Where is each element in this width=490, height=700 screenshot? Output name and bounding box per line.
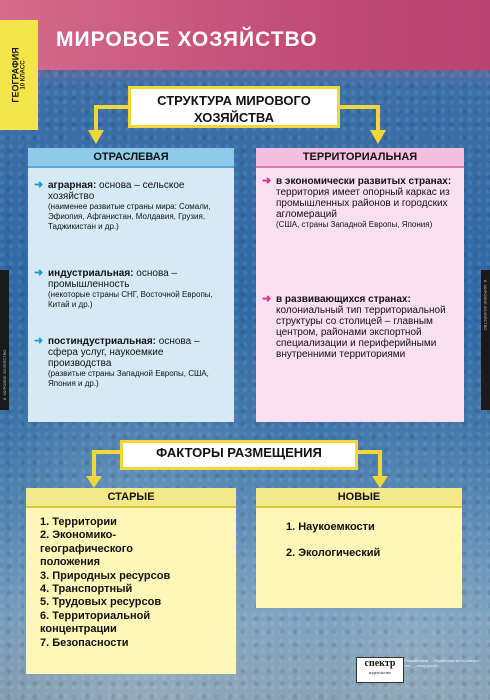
new-factors-heading: НОВЫЕ (256, 488, 462, 508)
item-note: (развитые страны Западной Европы, США, Я… (48, 369, 209, 388)
item-main: в экономически развитых странах: (276, 176, 452, 187)
list-item: 2. Экономико- (40, 529, 116, 542)
sectoral-item-text: постиндустриальная: основа – сфера услуг… (48, 336, 228, 389)
logo-subtext: издательство (368, 670, 392, 675)
territorial-item-developed: ➜ в экономически развитых странах: терри… (262, 176, 458, 230)
sectoral-item-text: индустриальная: основа – промышленность … (48, 268, 228, 310)
left-edge-label: 8. МИРОВОЕ ХОЗЯЙСТВО (2, 349, 7, 400)
item-main: аграрная: (48, 180, 97, 191)
list-item: 6. Территориальной (40, 609, 151, 622)
list-item: 5. Трудовых ресурсов (40, 596, 162, 609)
list-item: 3. Природных ресурсов (40, 569, 171, 582)
old-factors-list: 1. Территории 2. Экономико- географическ… (40, 516, 170, 650)
new-factors-panel: НОВЫЕ 1. Наукоемкости 2. Экологический (256, 488, 462, 608)
arrow-right-icon: ➜ (34, 335, 44, 347)
old-factors-heading: СТАРЫЕ (26, 488, 236, 508)
item-main: в развивающихся странах: (276, 294, 411, 305)
item-main: постиндустриальная: (48, 336, 156, 347)
publisher-logo: спектр издательство (356, 657, 404, 683)
arrow-right-icon: ➜ (262, 175, 272, 187)
item-desc: основа – сфера услуг, наукоемкие произво… (48, 336, 200, 369)
item-desc: колониальный тип территориальной структу… (276, 305, 446, 360)
item-desc: территория имеет опорный каркас из промы… (276, 187, 450, 220)
right-edge-label: 8. МИРОВОЕ ХОЗЯЙСТВО (483, 280, 488, 331)
list-item: 4. Транспортный (40, 583, 133, 596)
item-note: (наименее развитые страны мира: Сомали, … (48, 202, 211, 231)
sectoral-item-industrial: ➜ индустриальная: основа – промышленност… (34, 268, 228, 310)
territorial-item-text: в развивающихся странах: колониальный ти… (276, 294, 458, 360)
sectoral-item-text: аграрная: основа – сельское хозяйство (н… (48, 180, 228, 232)
title-band (0, 0, 490, 70)
grade-label: 10 КЛАСС (21, 60, 28, 90)
factors-title: ФАКТОРЫ РАЗМЕЩЕНИЯ (120, 440, 358, 470)
list-item: 1. Наукоемкости (286, 521, 375, 533)
list-item: положения (40, 556, 101, 569)
territorial-panel: ТЕРРИТОРИАЛЬНАЯ ➜ в экономически развиты… (256, 148, 464, 422)
item-note: (некоторые страны СНГ, Восточной Европы,… (48, 290, 213, 309)
list-item: 1. Территории (40, 516, 117, 528)
subject-tab: ГЕОГРАФИЯ 10 КЛАСС (0, 20, 38, 130)
item-desc: основа – промышленность (48, 268, 178, 290)
new-factors-list: 1. Наукоемкости 2. Экологический (286, 514, 380, 566)
list-item: 7. Безопасности (40, 636, 129, 649)
arrow-right-icon: ➜ (262, 293, 272, 305)
list-item: 2. Экологический (286, 547, 381, 559)
sectoral-item-postindustrial: ➜ постиндустриальная: основа – сфера усл… (34, 336, 228, 389)
subject-tab-text: ГЕОГРАФИЯ 10 КЛАСС (11, 47, 27, 102)
sectoral-heading: ОТРАСЛЕВАЯ (28, 148, 234, 168)
territorial-heading: ТЕРРИТОРИАЛЬНАЯ (256, 148, 464, 168)
list-item: географического (40, 542, 133, 555)
list-item: концентрации (40, 623, 117, 636)
territorial-item-developing: ➜ в развивающихся странах: колониальный … (262, 293, 458, 361)
item-main: индустриальная: (48, 268, 134, 279)
subject-label: ГЕОГРАФИЯ (11, 47, 22, 103)
logo-text: спектр (364, 658, 396, 669)
page-title: МИРОВОЕ ХОЗЯЙСТВО (56, 28, 318, 51)
arrow-right-icon: ➜ (34, 179, 44, 191)
right-edge-strip: 8. МИРОВОЕ ХОЗЯЙСТВО (481, 270, 490, 410)
sectoral-panel: ОТРАСЛЕВАЯ ➜ аграрная: основа – сельское… (28, 148, 234, 422)
publisher-imprint: Разработано: ... Издательство «Спектр» т… (404, 658, 479, 668)
structure-title: СТРУКТУРА МИРОВОГО ХОЗЯЙСТВА (128, 86, 340, 128)
arrow-right-icon: ➜ (34, 267, 44, 279)
territorial-item-text: в экономически развитых странах: террито… (276, 176, 458, 230)
old-factors-panel: СТАРЫЕ 1. Территории 2. Экономико- геогр… (26, 488, 236, 674)
item-note: (США, страны Западной Европы, Япония) (276, 220, 433, 229)
left-edge-strip: 8. МИРОВОЕ ХОЗЯЙСТВО (0, 270, 9, 410)
sectoral-item-agrarian: ➜ аграрная: основа – сельское хозяйство … (34, 180, 228, 232)
item-desc: основа – сельское хозяйство (48, 180, 185, 202)
